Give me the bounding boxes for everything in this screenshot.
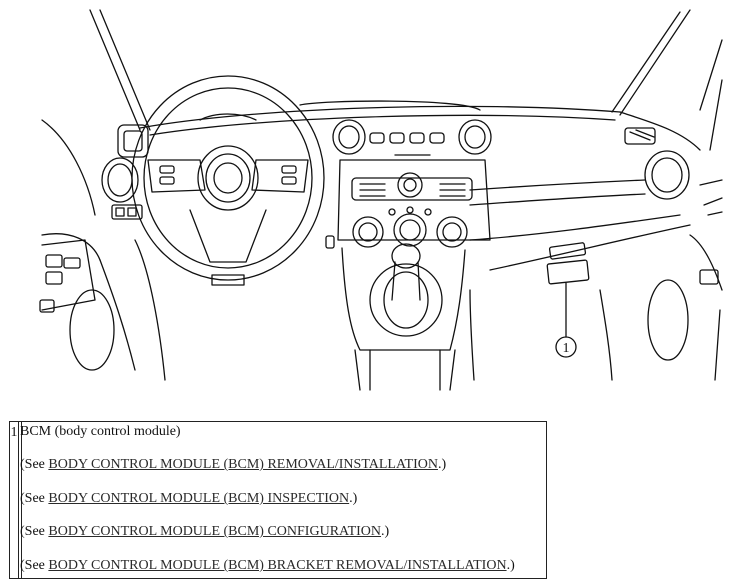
dashboard-top bbox=[139, 100, 701, 151]
right-a-pillar bbox=[611, 9, 723, 151]
reference-bracket-removal-installation: (See BODY CONTROL MODULE (BCM) BRACKET R… bbox=[20, 558, 515, 573]
gear-shifter bbox=[341, 243, 466, 391]
left-switch-panel bbox=[39, 204, 143, 371]
link-bcm-bracket-removal-installation[interactable]: BODY CONTROL MODULE (BCM) BRACKET REMOVA… bbox=[48, 558, 507, 573]
item-number-cell: 1 bbox=[10, 422, 19, 578]
legend-title: BCM (body control module) bbox=[20, 424, 181, 439]
legend-table: 1 bbox=[9, 421, 547, 579]
center-stack bbox=[325, 119, 492, 249]
dashboard-illustration: 1 bbox=[39, 9, 723, 391]
callout-number: 1 bbox=[563, 341, 570, 356]
link-bcm-configuration[interactable]: BODY CONTROL MODULE (BCM) CONFIGURATION bbox=[48, 524, 382, 539]
reference-removal-installation: (See BODY CONTROL MODULE (BCM) REMOVAL/I… bbox=[20, 457, 447, 472]
item-description-cell bbox=[21, 422, 546, 578]
callout-circle bbox=[555, 336, 577, 358]
reference-inspection: (See BODY CONTROL MODULE (BCM) INSPECTIO… bbox=[20, 491, 358, 506]
item-number: 1 bbox=[10, 425, 18, 440]
link-bcm-inspection[interactable]: BODY CONTROL MODULE (BCM) INSPECTION bbox=[48, 491, 350, 506]
left-air-vent bbox=[101, 124, 149, 203]
bcm-box bbox=[546, 259, 590, 285]
left-a-pillar bbox=[41, 9, 151, 216]
steering-wheel bbox=[131, 75, 325, 286]
lower-outline bbox=[134, 239, 613, 381]
right-dashboard bbox=[469, 127, 723, 381]
reference-configuration: (See BODY CONTROL MODULE (BCM) CONFIGURA… bbox=[20, 524, 390, 539]
link-bcm-removal-installation[interactable]: BODY CONTROL MODULE (BCM) REMOVAL/INSTAL… bbox=[48, 457, 438, 472]
